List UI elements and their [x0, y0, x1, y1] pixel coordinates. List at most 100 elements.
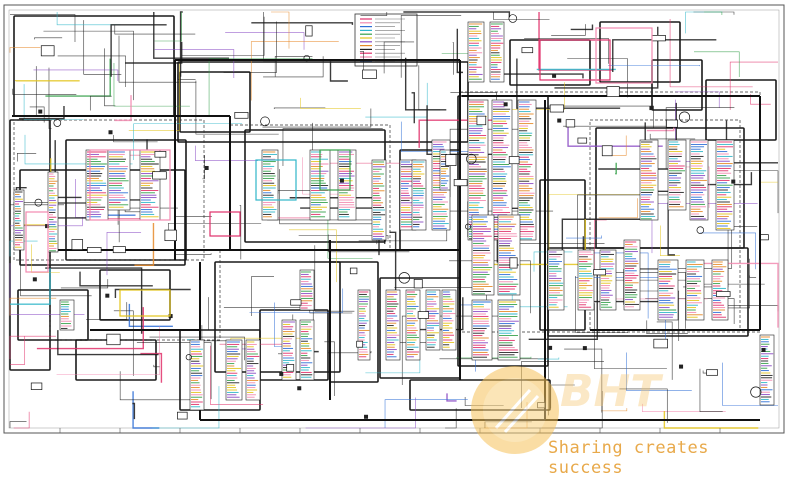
- wire: [84, 20, 122, 74]
- connector: [658, 260, 678, 320]
- wire: [37, 307, 143, 348]
- wire: [119, 36, 196, 83]
- wire: [17, 153, 36, 161]
- wire: [10, 422, 27, 428]
- relay: [477, 116, 486, 125]
- wire: [660, 225, 680, 255]
- harness-block: [510, 40, 590, 85]
- wire: [571, 24, 593, 29]
- wire: [90, 96, 112, 110]
- wire: [225, 33, 304, 50]
- wire: [124, 297, 208, 330]
- wire: [670, 19, 753, 87]
- wire: [57, 12, 120, 25]
- terminal: [105, 294, 109, 298]
- connector: [226, 340, 242, 400]
- connector-body: [300, 270, 314, 310]
- relay: [418, 312, 428, 319]
- relay: [716, 291, 730, 296]
- terminal: [557, 119, 561, 123]
- wire: [129, 63, 180, 131]
- connector: [468, 22, 484, 82]
- sensor: [509, 15, 517, 23]
- relay: [594, 270, 606, 275]
- connector: [760, 335, 774, 405]
- relay: [113, 247, 125, 253]
- wire: [539, 12, 613, 70]
- relay: [761, 235, 769, 240]
- sensor: [679, 112, 689, 122]
- terminal: [552, 74, 556, 78]
- wire: [493, 12, 549, 20]
- wire: [419, 65, 440, 110]
- wire: [58, 56, 126, 87]
- wire: [196, 81, 279, 135]
- connector: [358, 290, 370, 360]
- wire: [301, 98, 361, 108]
- connector: [472, 215, 494, 295]
- wire: [331, 61, 348, 81]
- wire: [493, 74, 583, 78]
- relay: [454, 180, 467, 186]
- wire: [583, 236, 660, 301]
- connector: [108, 150, 130, 210]
- relay: [155, 151, 166, 157]
- harness-block: [652, 60, 702, 110]
- relay: [652, 35, 666, 41]
- wire: [563, 123, 670, 126]
- relay: [235, 112, 248, 118]
- wire: [365, 83, 427, 117]
- relay: [291, 300, 301, 305]
- harness-block: [18, 290, 88, 340]
- terminal: [583, 346, 587, 350]
- wire: [315, 245, 355, 311]
- wire: [537, 69, 615, 70]
- relay: [363, 70, 377, 79]
- wire: [13, 89, 77, 95]
- connector: [716, 140, 734, 230]
- wire: [271, 12, 289, 49]
- connector: [60, 300, 74, 330]
- colored-loop: [120, 290, 170, 316]
- svg-text:BHT: BHT: [560, 366, 663, 417]
- relay: [153, 172, 167, 179]
- connector: [686, 260, 704, 320]
- wire: [251, 23, 352, 25]
- connector: [338, 150, 356, 220]
- terminal: [109, 130, 113, 134]
- sensor: [751, 387, 761, 397]
- relay: [177, 412, 187, 419]
- sensor: [697, 227, 704, 234]
- wire: [693, 12, 734, 15]
- wire: [134, 223, 153, 265]
- terminal: [33, 277, 37, 281]
- relay: [666, 120, 677, 127]
- relay: [550, 105, 563, 112]
- wire: [45, 59, 110, 96]
- terminal: [649, 106, 653, 110]
- wire: [554, 27, 657, 88]
- terminal: [679, 365, 683, 369]
- connector: [490, 22, 504, 82]
- wire: [306, 398, 416, 428]
- connector: [690, 140, 708, 220]
- terminal: [731, 180, 735, 184]
- wire: [33, 70, 117, 81]
- relay: [350, 268, 357, 274]
- connector: [640, 140, 658, 220]
- wire: [613, 40, 717, 72]
- sensor: [54, 120, 61, 127]
- wire: [154, 365, 160, 367]
- connector: [426, 290, 440, 350]
- wire: [115, 290, 190, 298]
- wire: [686, 12, 723, 33]
- relay: [357, 341, 363, 347]
- wire: [615, 163, 616, 174]
- connector: [300, 320, 314, 380]
- wire: [704, 12, 722, 15]
- relay: [165, 230, 177, 241]
- harness-block: [330, 262, 378, 382]
- connector: [578, 250, 594, 310]
- wire: [730, 62, 778, 110]
- relay: [87, 247, 101, 252]
